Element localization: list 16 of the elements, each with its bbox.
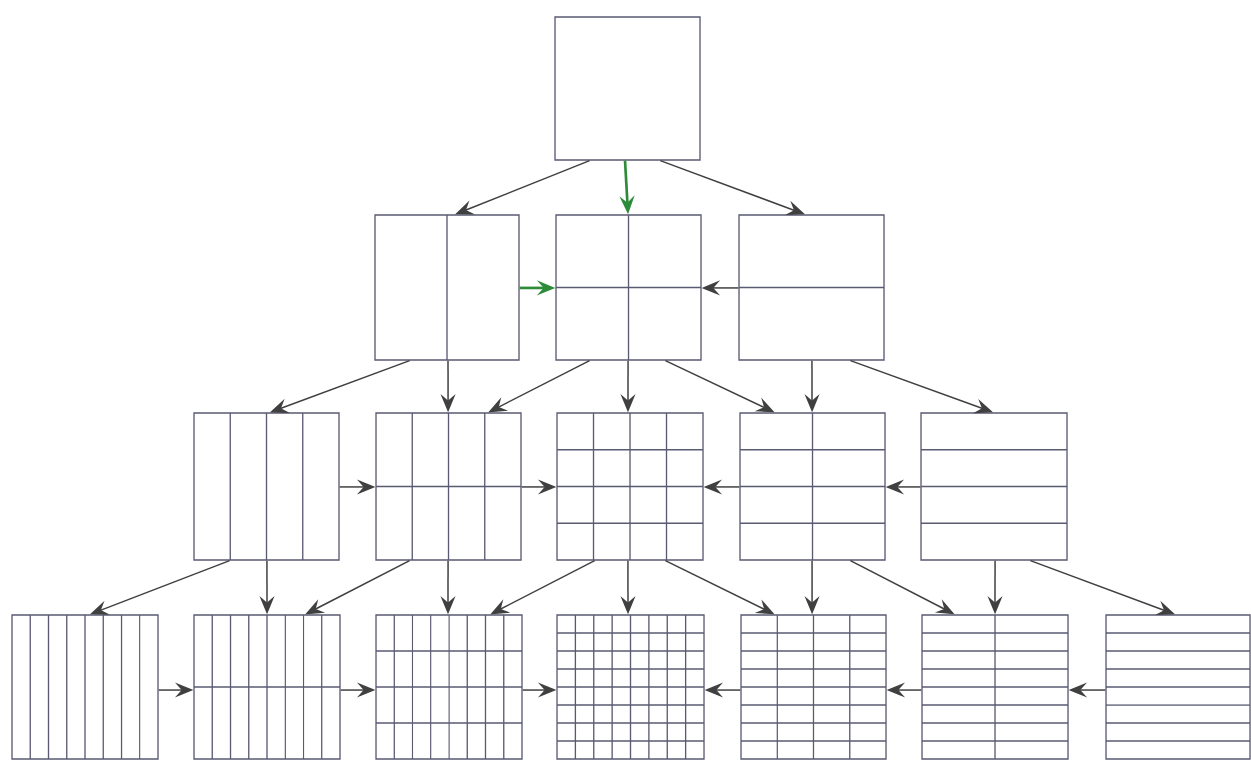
grid-box [375,412,522,561]
grid-box [740,614,887,760]
grid-box [374,214,520,361]
grid-box [193,412,340,561]
grid-box [554,16,701,161]
grid-box [556,614,705,760]
grid-box [739,412,886,561]
grid-box [375,614,523,760]
grid-box [193,614,341,760]
grid-box [1105,614,1251,760]
grid-box [555,214,702,361]
grid-box [920,412,1068,561]
grid-box [556,412,704,561]
grid-box [738,214,885,361]
grid-box [921,614,1069,760]
grid-box [11,614,159,760]
